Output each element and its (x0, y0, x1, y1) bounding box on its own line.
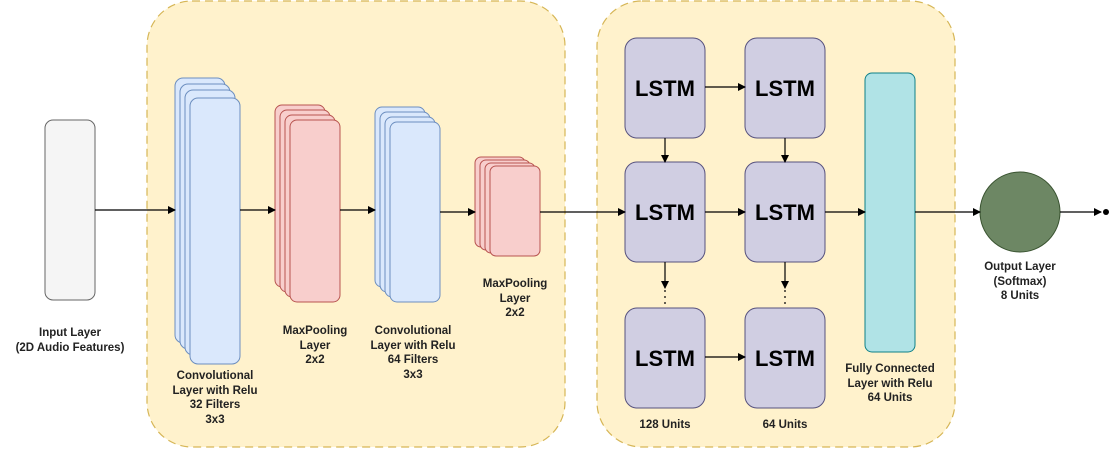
lstm-cell-label: LSTM (755, 346, 815, 371)
output-layer-node (979, 171, 1061, 253)
maxpool-layer-1-label: MaxPooling Layer 2x2 (282, 325, 348, 366)
lstm-cell-label: LSTM (635, 76, 695, 101)
lstm-cell: LSTM (624, 161, 706, 263)
lstm-cell: LSTM (744, 161, 826, 263)
lstm-units-label-128: 128 Units (639, 419, 691, 431)
lstm-units-label-64: 64 Units (762, 419, 808, 431)
conv-layer-2-stack (374, 106, 441, 303)
lstm-cell-label: LSTM (635, 200, 695, 225)
input-layer-label: Input Layer (2D Audio Features) (15, 327, 125, 354)
maxpool-layer-2-stack (474, 156, 541, 257)
lstm-cell: LSTM (624, 37, 706, 139)
lstm-cell: LSTM (744, 37, 826, 139)
flow-arrows (95, 83, 1102, 361)
dense-layer-block (864, 72, 916, 353)
exit-endpoint-dot (1103, 209, 1109, 215)
input-layer-block (44, 119, 96, 301)
lstm-cell: LSTM (744, 307, 826, 409)
maxpool-layer-1-stack (274, 104, 341, 303)
lstm-cell-label: LSTM (755, 76, 815, 101)
output-layer-label: Output Layer (Softmax) 8 Units (984, 261, 1056, 302)
cnn-group-container (146, 0, 566, 448)
dense-layer-label: Fully Connected Layer with Relu 64 Units (845, 363, 935, 404)
conv-layer-1-label: Convolutional Layer with Relu 32 Filters… (172, 370, 258, 426)
lstm-cell-label: LSTM (755, 200, 815, 225)
maxpool-layer-2-label: MaxPooling Layer 2x2 (482, 278, 548, 319)
lstm-cell-label: LSTM (635, 346, 695, 371)
conv-layer-2-label: Convolutional Layer with Relu 64 Filters… (370, 325, 456, 381)
conv-layer-1-stack (174, 77, 241, 365)
lstm-cell: LSTM (624, 307, 706, 409)
